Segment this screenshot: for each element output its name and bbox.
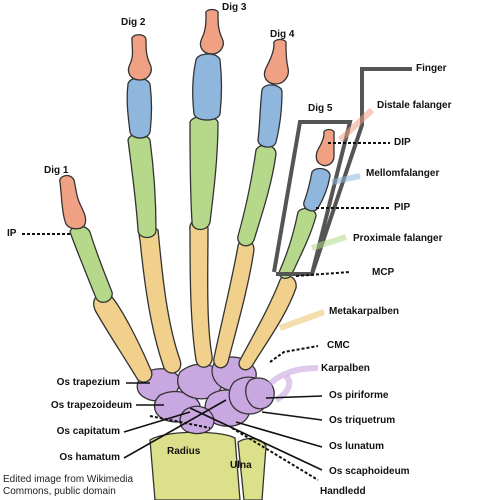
triquetrum-leader: [261, 411, 323, 421]
dig1-label: Dig 1: [44, 165, 69, 176]
finger-bracket: [276, 67, 412, 276]
mcp-label: MCP: [372, 267, 395, 278]
proximal-leader: [311, 234, 347, 251]
distal-leader: [337, 107, 375, 143]
os-trapezium-label: Os trapezium: [56, 377, 120, 388]
proximale-falanger-label: Proximale falanger: [353, 233, 443, 244]
finger-bracket-frame: [272, 120, 353, 275]
image-credit: Edited image from Wikimedia Commons, pub…: [3, 474, 133, 498]
handledd-leader-right: [231, 427, 319, 481]
dig4-label: Dig 4: [270, 29, 295, 40]
credit-line-1: Edited image from Wikimedia: [3, 474, 134, 485]
distale-falanger-label: Distale falanger: [377, 100, 452, 111]
os-triquetrum-label: Os triquetrum: [329, 415, 396, 426]
mcp-leader: [295, 271, 351, 277]
metakarpalben-label: Metakarpalben: [329, 306, 400, 317]
handledd-label: Handledd: [320, 486, 366, 497]
radius-label: Radius: [167, 446, 201, 457]
dig5-label: Dig 5: [308, 103, 333, 114]
middle-phalanges: [126, 53, 331, 212]
mellomfalanger-label: Mellomfalanger: [366, 168, 440, 179]
karpalben-label: Karpalben: [321, 363, 370, 374]
os-scaphoideum-label: Os scaphoideum: [329, 466, 410, 477]
piriforme-leader: [265, 395, 323, 399]
hamatum-leader: [123, 399, 227, 459]
os-hamatum-label: Os hamatum: [59, 452, 120, 463]
ip-label: IP: [7, 228, 17, 239]
pip-label: PIP: [394, 202, 411, 213]
credit-line-2: Commons, public domain: [3, 486, 116, 497]
dip-label: DIP: [394, 137, 411, 148]
dig3-label: Dig 3: [222, 2, 247, 13]
cmc-leader: [269, 345, 319, 363]
os-capitatum-label: Os capitatum: [56, 426, 120, 437]
ulna-label: Ulna: [230, 460, 252, 471]
cmc-label: CMC: [327, 340, 350, 351]
os-trapezoideum-label: Os trapezoideum: [50, 400, 132, 411]
os-lunatum-label: Os lunatum: [329, 441, 385, 452]
scaphoideum-leader: [189, 407, 323, 471]
dig2-label: Dig 2: [121, 17, 146, 28]
middle-leader: [331, 173, 361, 185]
finger-label: Finger: [416, 63, 447, 74]
handledd-leader: [149, 415, 211, 429]
metacarpal-bones: [93, 219, 297, 383]
proximal-phalanges: [69, 115, 317, 303]
carpal-leader: [267, 365, 319, 387]
lunatum-leader: [235, 421, 323, 448]
metacarpal-leader: [278, 309, 326, 331]
os-piriforme-label: Os piriforme: [329, 390, 389, 401]
radius-bone: [149, 431, 241, 500]
capitatum-leader: [123, 411, 191, 433]
distal-phalanges: [59, 8, 335, 230]
